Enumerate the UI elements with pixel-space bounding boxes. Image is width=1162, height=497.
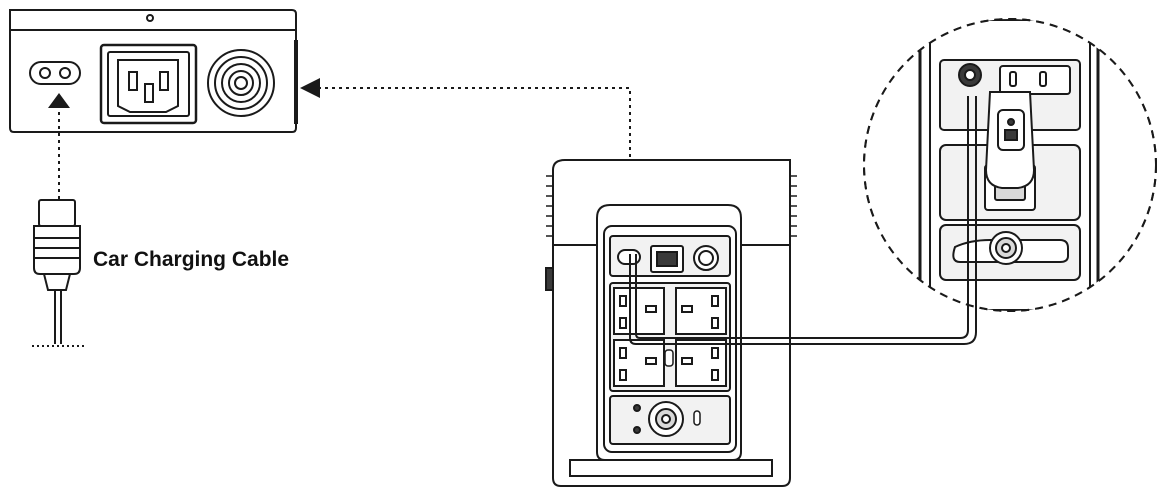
portable-power-station-icon (545, 159, 797, 487)
arrow-up-icon (48, 93, 70, 200)
magnified-detail-icon (863, 18, 1157, 312)
car-charging-port-icon (9, 9, 298, 133)
car-charging-plug-icon (32, 199, 86, 347)
charging-cable-line-detail (967, 96, 977, 312)
charging-cable-line (629, 96, 977, 345)
cable-label: Car Charging Cable (93, 248, 290, 271)
